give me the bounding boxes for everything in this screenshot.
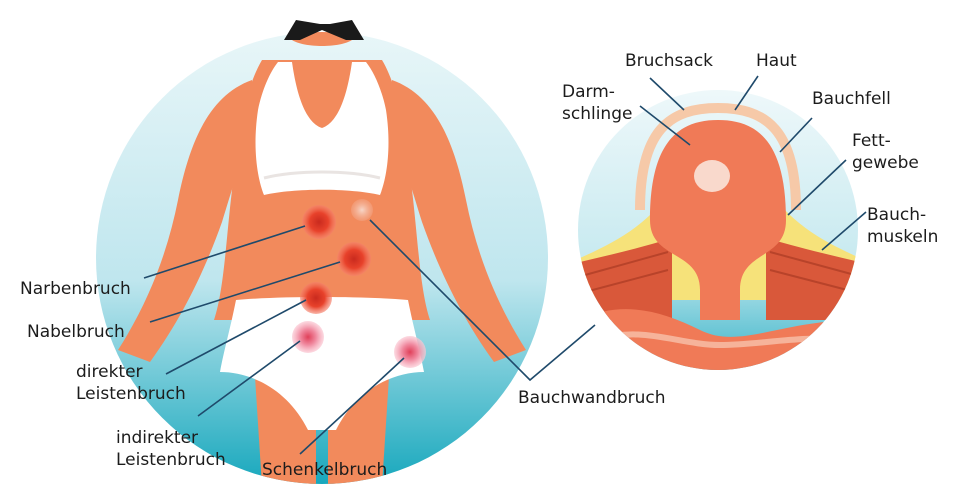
label-direkter-line1: direkter	[76, 361, 186, 383]
label-direkter-leistenbruch: direkter Leistenbruch	[76, 361, 186, 405]
label-schenkelbruch: Schenkelbruch	[262, 459, 387, 481]
label-bauchfell: Bauchfell	[812, 88, 891, 110]
abdominal-wall-hernia-icon	[351, 199, 373, 221]
label-bruchsack: Bruchsack	[625, 50, 713, 72]
label-bauchwandbruch: Bauchwandbruch	[518, 387, 666, 409]
label-darmschlinge-line2: schlinge	[562, 103, 632, 125]
hernia-cross-section	[578, 90, 860, 380]
label-bauchmuskeln-line2: muskeln	[867, 226, 938, 248]
label-indirekter-line1: indirekter	[116, 427, 226, 449]
label-fettgewebe: Fett- gewebe	[852, 130, 919, 174]
label-haut: Haut	[756, 50, 797, 72]
label-nabelbruch: Nabelbruch	[27, 321, 125, 343]
label-indirekter-leistenbruch: indirekter Leistenbruch	[116, 427, 226, 471]
intestine-lumen	[694, 160, 730, 192]
label-bauchmuskeln-line1: Bauch-	[867, 204, 938, 226]
label-darmschlinge: Darm- schlinge	[562, 81, 632, 125]
label-fettgewebe-line1: Fett-	[852, 130, 919, 152]
label-narbenbruch: Narbenbruch	[20, 278, 131, 300]
label-bauchmuskeln: Bauch- muskeln	[867, 204, 938, 248]
label-fettgewebe-line2: gewebe	[852, 152, 919, 174]
label-darmschlinge-line1: Darm-	[562, 81, 632, 103]
label-indirekter-line2: Leistenbruch	[116, 449, 226, 471]
indirect-inguinal-hernia-icon	[292, 321, 324, 353]
label-direkter-line2: Leistenbruch	[76, 383, 186, 405]
scar-hernia-icon	[302, 205, 336, 239]
body-illustration	[96, 19, 548, 486]
direct-inguinal-hernia-icon	[300, 282, 332, 314]
umbilical-hernia-icon	[337, 242, 371, 276]
